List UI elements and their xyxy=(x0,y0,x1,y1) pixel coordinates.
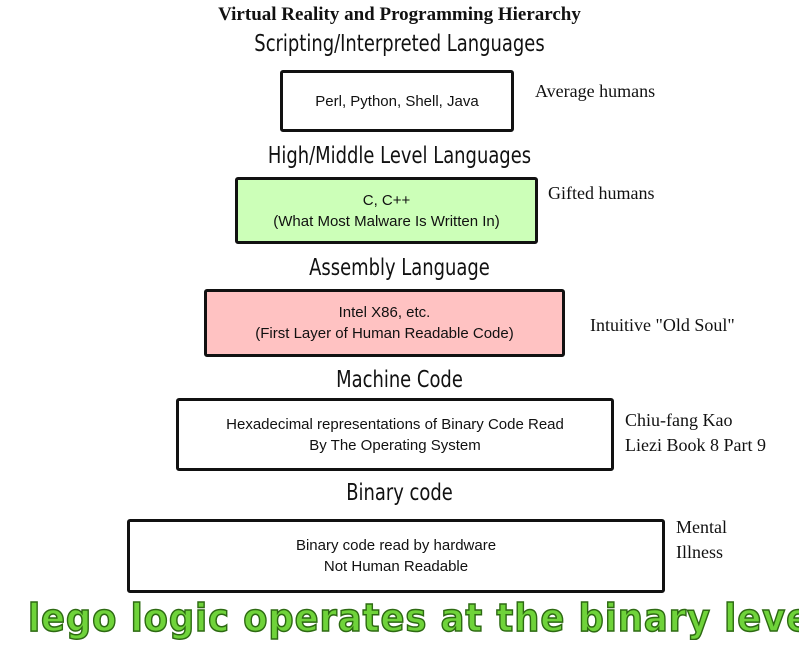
side-label-scripting: Average humans xyxy=(535,81,656,101)
box-text: Hexadecimal representations of Binary Co… xyxy=(226,415,564,433)
heading-machine-code: Machine Code xyxy=(336,367,463,393)
diagram-title: Virtual Reality and Programming Hierarch… xyxy=(218,4,581,25)
heading-assembly: Assembly Language xyxy=(309,255,490,281)
side-line: Illness xyxy=(676,542,723,562)
box-text: By The Operating System xyxy=(309,436,481,454)
box-text: Perl, Python, Shell, Java xyxy=(315,92,479,110)
box-text: Binary code read by hardware xyxy=(295,537,497,554)
box-text: C, C++ xyxy=(362,191,411,209)
box-high-level: C, C++ (What Most Malware Is Written In) xyxy=(235,177,538,244)
side-label-high-level: Gifted humans xyxy=(548,183,655,203)
box-text: (First Layer of Human Readable Code) xyxy=(255,325,514,342)
side-line: Mental xyxy=(676,517,727,537)
heading-high-level: High/Middle Level Languages xyxy=(267,143,532,169)
side-label-machine-code: Chiu-fang Kao Liezi Book 8 Part 9 xyxy=(625,408,766,458)
side-line: Liezi Book 8 Part 9 xyxy=(625,435,766,455)
box-text: (What Most Malware Is Written In) xyxy=(273,212,500,230)
heading-binary: Binary code xyxy=(346,480,453,506)
box-text: Not Human Readable xyxy=(323,558,469,575)
banner-text: Lego Logic Operates at the Binary Level xyxy=(27,595,799,641)
heading-scripting: Scripting/Interpreted Languages xyxy=(254,31,545,57)
box-scripting: Perl, Python, Shell, Java xyxy=(280,70,514,132)
side-line: Chiu-fang Kao xyxy=(625,410,733,430)
box-assembly: Intel X86, etc. (First Layer of Human Re… xyxy=(204,289,565,357)
box-text: Intel X86, etc. xyxy=(338,304,431,321)
side-label-assembly: Intuitive "Old Soul" xyxy=(590,315,735,335)
box-machine-code: Hexadecimal representations of Binary Co… xyxy=(176,398,614,471)
side-label-binary: Mental Illness xyxy=(676,515,727,565)
box-binary: Binary code read by hardware Not Human R… xyxy=(127,519,665,593)
